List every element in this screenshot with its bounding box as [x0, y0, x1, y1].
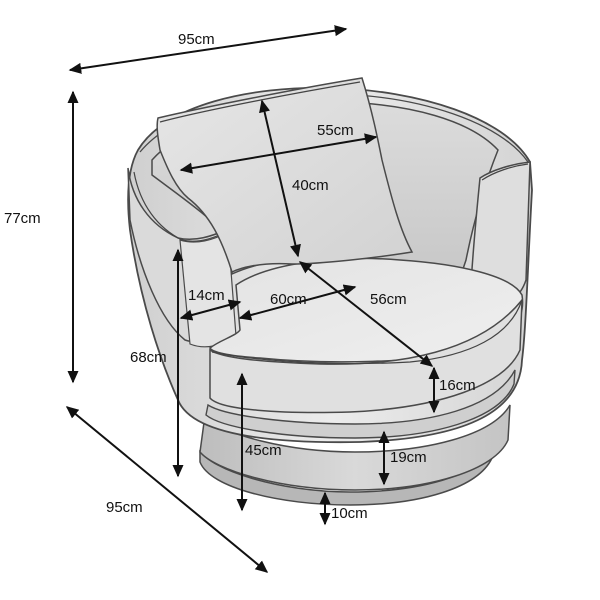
label-seat-width: 60cm — [270, 291, 307, 308]
chair-right-arm-piping — [481, 163, 529, 181]
label-seat-depth: 56cm — [370, 291, 407, 308]
label-arm-height: 68cm — [130, 349, 167, 366]
dim-line-arm-width — [179, 299, 242, 321]
dim-line-seat-depth — [298, 261, 434, 367]
chair-pillow-edge — [159, 81, 361, 123]
dimension-lines — [65, 25, 440, 573]
chair-base-band — [199, 404, 511, 491]
label-plinth: 10cm — [331, 505, 368, 522]
dim-line-overall-width — [68, 25, 348, 74]
label-pillow-height: 40cm — [292, 177, 329, 194]
label-overall-depth: 95cm — [106, 499, 143, 516]
label-overall-width: 95cm — [178, 31, 215, 48]
chair-seat-lower-band — [205, 369, 516, 439]
label-overall-height: 77cm — [4, 210, 41, 227]
dimension-labels: 95cm 77cm 95cm 68cm 55cm 40cm 14cm 60cm … — [4, 31, 476, 522]
label-cushion-thickness: 16cm — [439, 377, 476, 394]
dim-line-overall-depth — [65, 406, 269, 573]
label-seat-height: 45cm — [245, 442, 282, 459]
dim-line-pillow-height — [259, 99, 301, 258]
label-arm-width: 14cm — [188, 287, 225, 304]
label-pillow-width: 55cm — [317, 122, 354, 139]
label-base-band: 19cm — [390, 449, 427, 466]
